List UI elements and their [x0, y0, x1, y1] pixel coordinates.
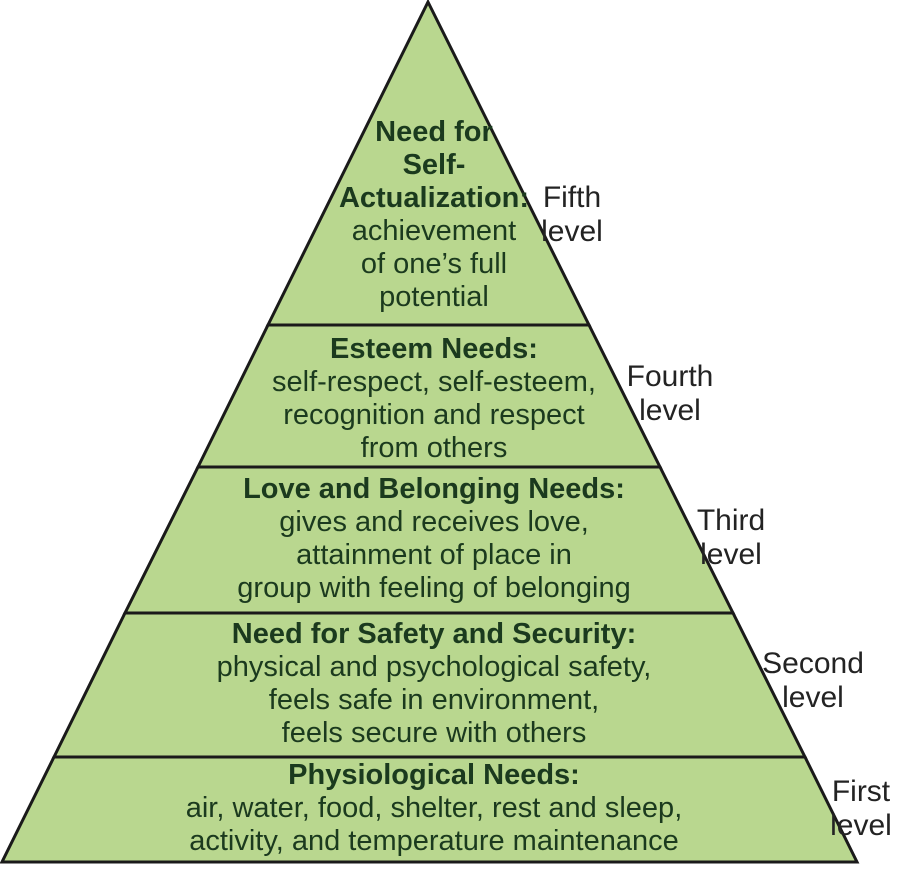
side-label-line: level: [541, 215, 603, 248]
side-label-fourth-level: Fourth level: [580, 360, 760, 428]
side-label-line: Second: [762, 647, 864, 680]
pyramid-band-physiological: [0, 755, 860, 864]
side-label-third-level: Third level: [641, 504, 821, 572]
level-body-line: recognition and respect: [283, 399, 585, 431]
side-label-line: First: [831, 775, 891, 808]
side-label-fifth-level: Fifth level: [482, 181, 662, 249]
level-text-physiological: Physiological Needs: air, water, food, s…: [34, 759, 834, 858]
side-label-line: level: [700, 538, 762, 571]
side-label-line: level: [782, 681, 844, 714]
level-body-line: group with feeling of belonging: [237, 572, 631, 604]
side-label-second-level: Second level: [723, 647, 899, 715]
side-label-line: level: [639, 394, 701, 427]
level-heading-line: Love and Belonging Needs:: [243, 473, 625, 505]
level-text-self-actualization: Need for Self- Actualization: achievemen…: [34, 116, 834, 314]
level-text-safety-and-security: Need for Safety and Security: physical a…: [34, 618, 834, 750]
side-label-line: Third: [696, 504, 766, 537]
level-heading-line: Need for Safety and Security:: [231, 618, 637, 650]
level-body-line: attainment of place in: [296, 539, 572, 571]
level-heading-line: Self-: [402, 149, 466, 181]
level-body-line: air, water, food, shelter, rest and slee…: [185, 792, 683, 824]
side-label-first-level: First level: [771, 775, 899, 843]
level-body-line: of one’s full: [360, 248, 508, 280]
level-body-line: feels safe in environment,: [268, 684, 600, 716]
level-text-love-and-belonging: Love and Belonging Needs: gives and rece…: [34, 473, 834, 605]
level-body-line: achievement: [351, 215, 517, 247]
side-label-line: Fourth: [626, 360, 714, 393]
level-body-line: activity, and temperature maintenance: [189, 825, 679, 857]
level-body-line: gives and receives love,: [279, 506, 589, 538]
level-body-line: feels secure with others: [281, 717, 587, 749]
level-body-line: physical and psychological safety,: [216, 651, 652, 683]
level-heading-line: Actualization:: [338, 182, 530, 214]
level-heading-line: Esteem Needs:: [330, 333, 538, 365]
level-body-line: potential: [379, 281, 489, 313]
level-heading-line: Physiological Needs:: [288, 759, 580, 791]
level-body-line: self-respect, self-esteem,: [272, 366, 596, 398]
level-heading-line: Need for: [375, 116, 493, 148]
side-label-line: level: [830, 809, 892, 842]
level-text-esteem: Esteem Needs: self-respect, self-esteem,…: [34, 333, 834, 465]
side-label-line: Fifth: [542, 181, 602, 214]
level-body-line: from others: [360, 432, 508, 464]
